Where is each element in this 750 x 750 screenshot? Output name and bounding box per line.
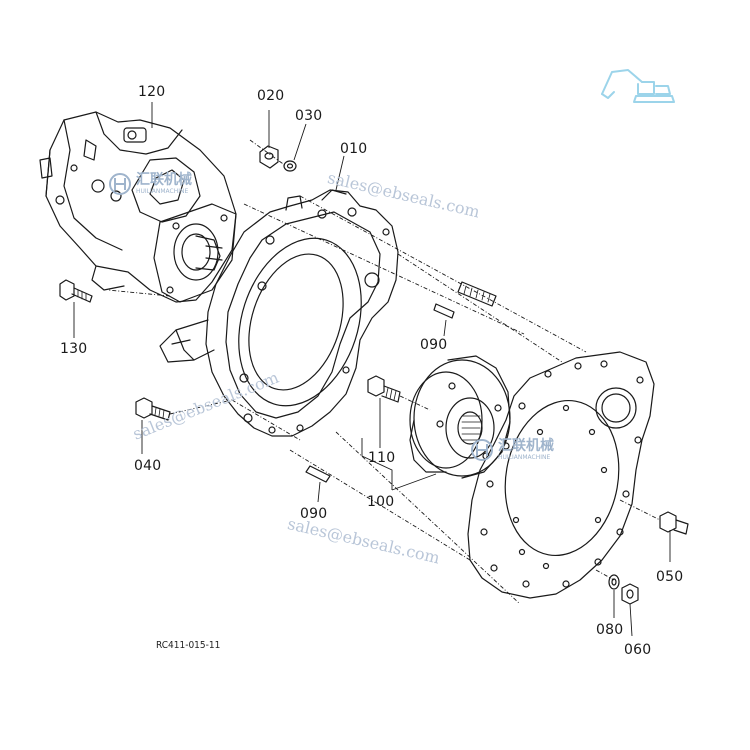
part-label-120: 120 <box>138 84 166 100</box>
hydraulic-pump-120 <box>39 111 237 303</box>
nut-060 <box>621 583 639 605</box>
part-label-100: 100 <box>367 494 395 510</box>
part-label-110: 110 <box>368 450 396 466</box>
part-label-130: 130 <box>60 341 88 357</box>
brand-watermark-lower: 汇联机械 HUILIANMACHINE <box>470 438 554 462</box>
stud-bolt <box>457 281 497 307</box>
part-label-090-lower: 090 <box>300 506 328 522</box>
dowel-pin-090-lower <box>305 465 331 483</box>
washer-030 <box>283 160 297 172</box>
flywheel-housing-010 <box>159 189 399 437</box>
drawing-reference-code: RC411-015-11 <box>156 640 221 651</box>
excavator-icon <box>601 69 675 103</box>
leader-lines <box>73 102 671 637</box>
part-label-010: 010 <box>340 141 368 157</box>
part-label-080: 080 <box>596 622 624 638</box>
part-label-060: 060 <box>624 642 652 658</box>
nut-020 <box>259 145 279 169</box>
part-label-090-upper: 090 <box>420 337 448 353</box>
bolt-050 <box>659 511 689 535</box>
brand-name-en: HUILIANMACHINE <box>498 454 551 461</box>
brand-watermark-upper: 汇联机械 HUILIANMACHINE <box>108 172 192 196</box>
bolt-110 <box>367 375 401 403</box>
huilian-logo-icon <box>471 439 493 461</box>
bolt-040 <box>135 397 171 421</box>
dowel-pin-090-upper <box>433 303 455 319</box>
brand-name-en: HUILIANMACHINE <box>136 188 189 195</box>
washer-080 <box>608 574 620 590</box>
brand-name-cn: 汇联机械 <box>136 172 192 188</box>
part-label-050: 050 <box>656 569 684 585</box>
part-label-040: 040 <box>134 458 162 474</box>
brand-name-cn: 汇联机械 <box>498 438 554 454</box>
bolt-130 <box>59 279 93 303</box>
huilian-logo-icon <box>109 173 131 195</box>
part-label-030: 030 <box>295 108 323 124</box>
adapter-plate <box>467 351 655 599</box>
part-label-020: 020 <box>257 88 285 104</box>
